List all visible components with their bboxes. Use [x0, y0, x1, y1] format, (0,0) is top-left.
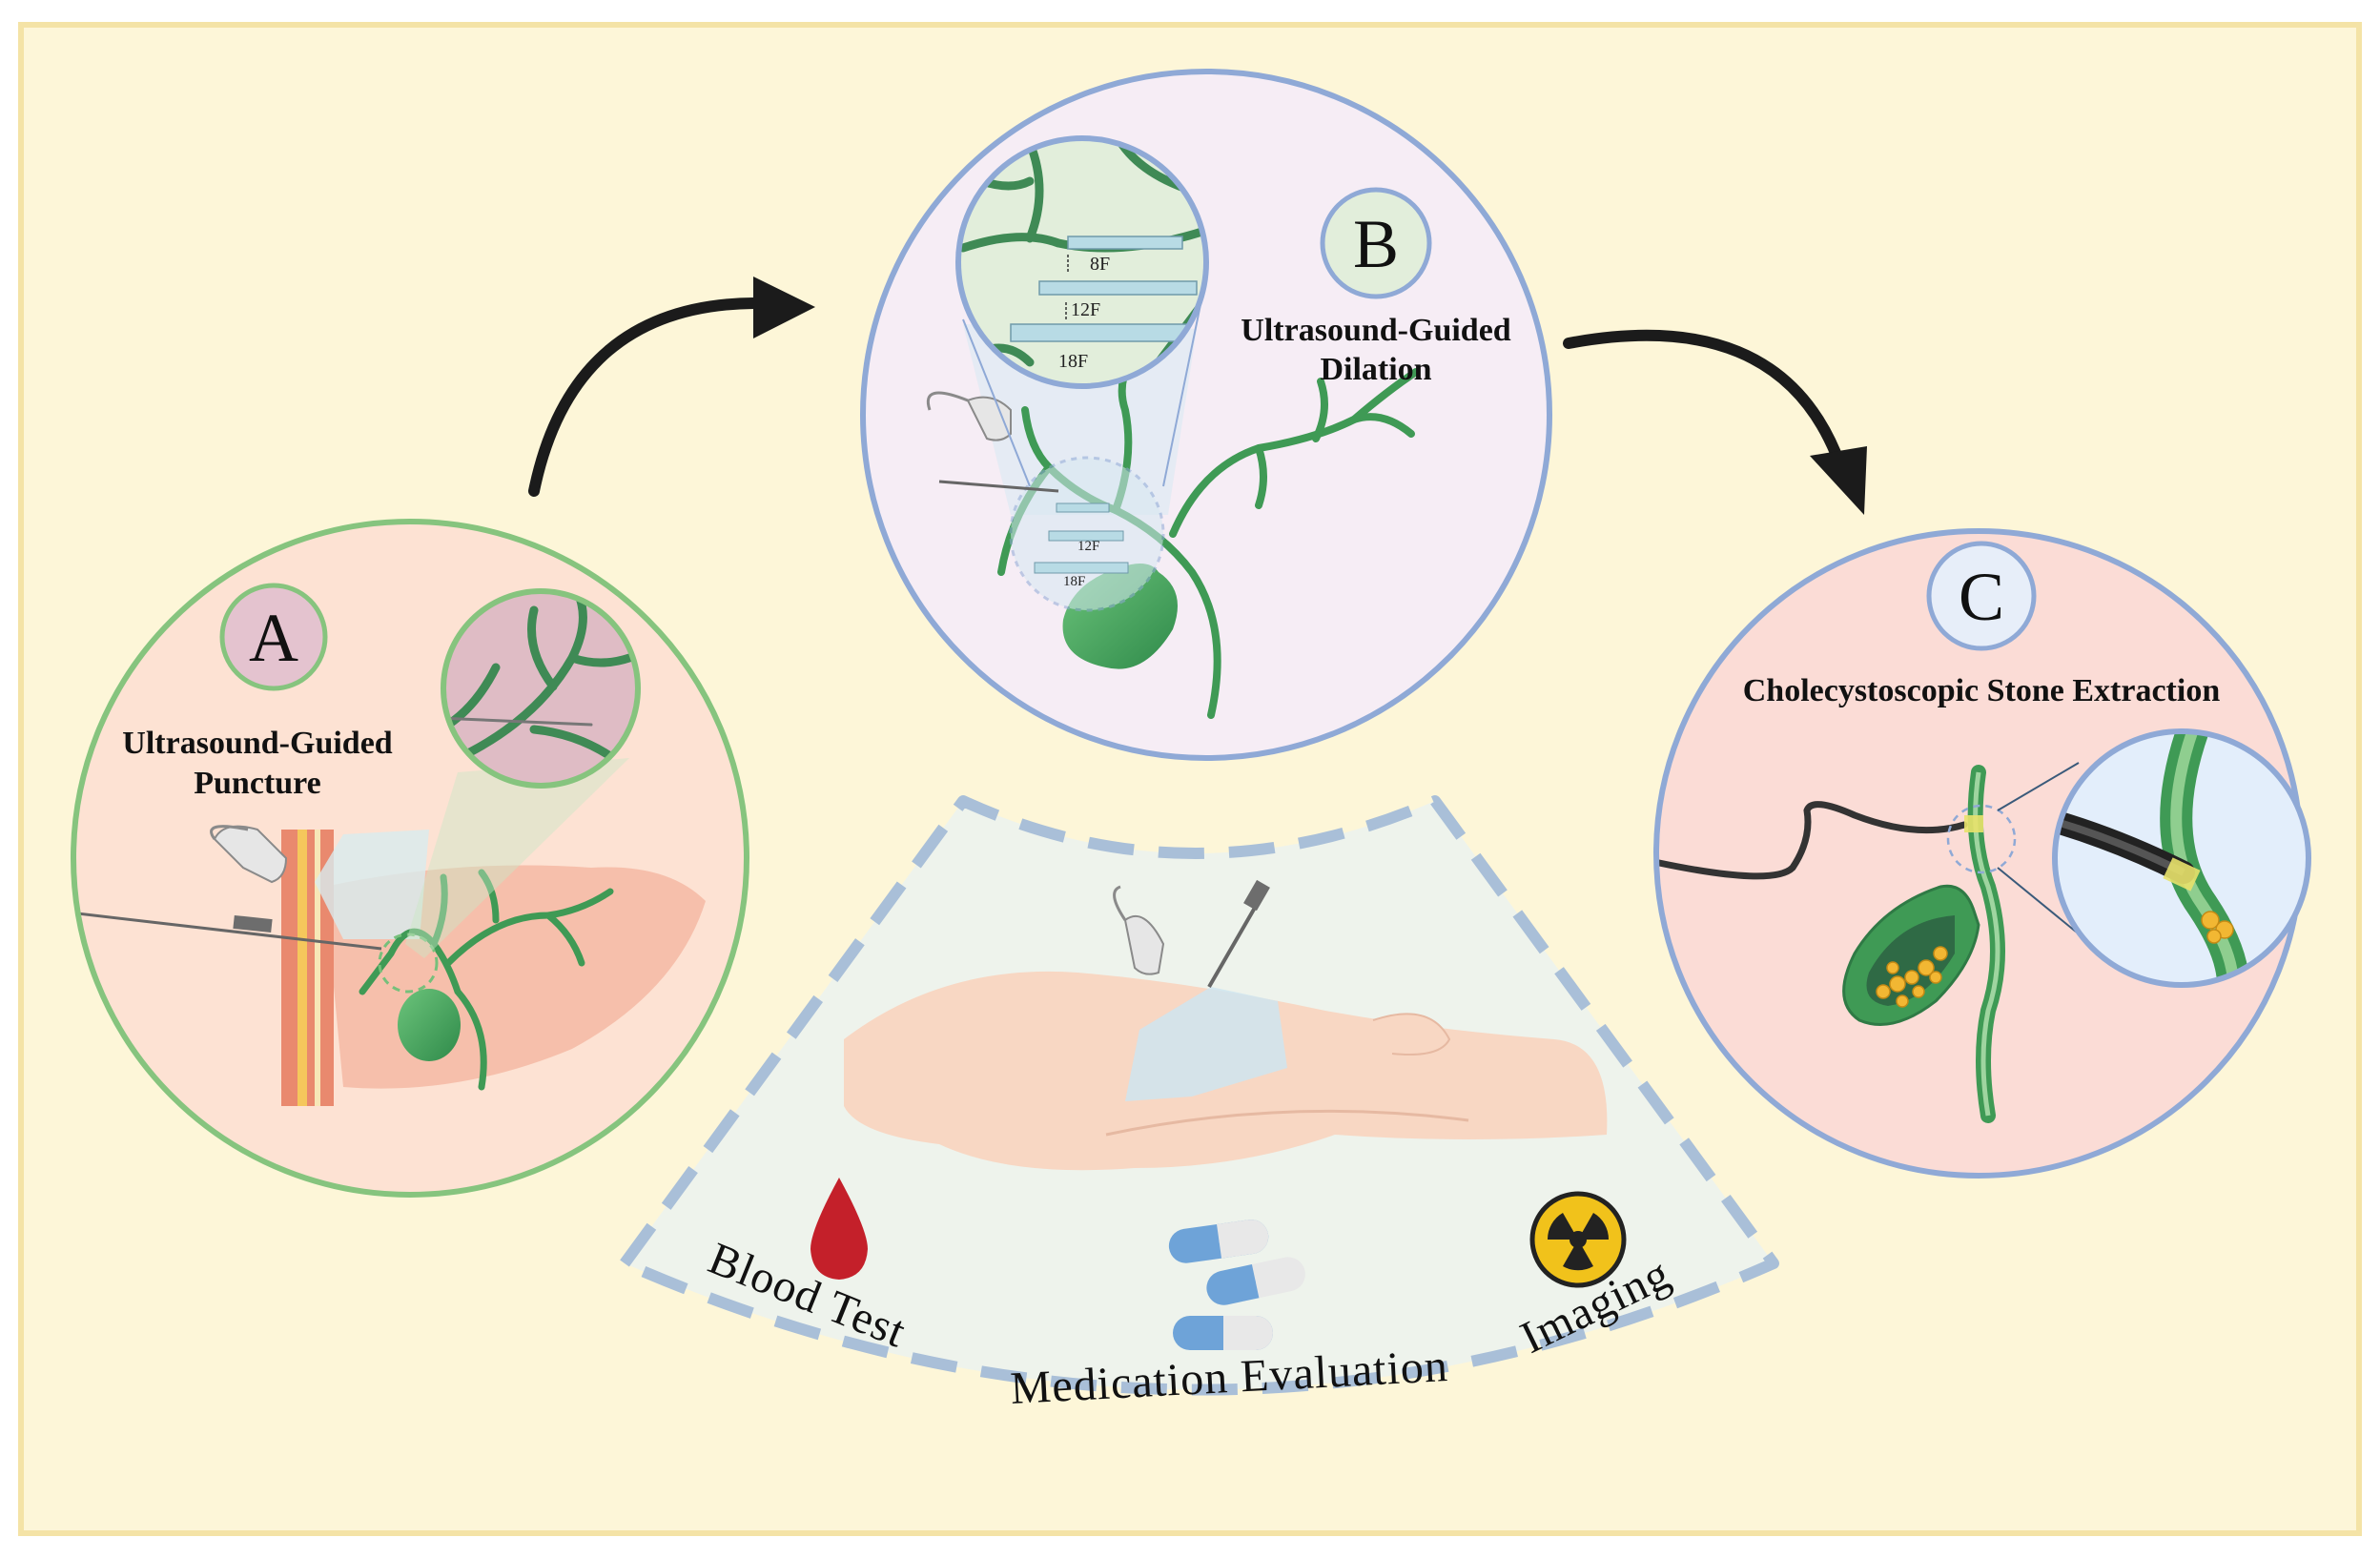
dilator-set-small: 12F 18F — [1034, 502, 1129, 589]
blood-drop-icon — [810, 1178, 868, 1280]
panel-a-title-line2: Puncture — [194, 766, 320, 801]
svg-text:8F: 8F — [1090, 254, 1110, 275]
panel-a-zoom-inset — [441, 588, 641, 789]
needle-fan — [1207, 879, 1270, 989]
panel-a-title-line1: Ultrasound-Guided — [122, 726, 392, 761]
flow-arrow-b-to-c — [1563, 329, 1867, 515]
svg-text:18F: 18F — [1058, 351, 1088, 372]
panel-b-dilation: 12F 18F — [860, 69, 1552, 761]
panel-b-zoom-inset: 8F 12F 18F — [955, 135, 1209, 487]
bile-duct-tree — [359, 869, 614, 1091]
gallstones — [1876, 946, 1948, 1008]
svg-text:12F: 12F — [1071, 299, 1100, 320]
panel-c-stone-extraction: C Cholecystoscopic Stone Extraction — [1653, 528, 2311, 1179]
panel-c-letter-badge: C — [1926, 541, 2037, 651]
ultrasound-probe — [210, 825, 288, 884]
svg-text:12F: 12F — [1077, 539, 1099, 554]
panel-c-title: Cholecystoscopic Stone Extraction — [1743, 673, 2221, 708]
flow-arrow-a-to-b — [528, 277, 815, 497]
puncture-needle — [73, 909, 382, 951]
svg-text:A: A — [249, 600, 298, 676]
target-zone-c — [1946, 804, 2017, 874]
ultrasound-probe-fan — [1113, 885, 1165, 975]
radiation-icon — [1529, 1191, 1627, 1288]
panel-a-puncture: A Ultrasound-Guided Puncture — [71, 519, 749, 1198]
panel-b-title-line2: Dilation — [1320, 352, 1431, 387]
guidewire — [938, 480, 1059, 493]
target-zone — [378, 933, 439, 994]
dilator-set-zoom: 8F 12F 18F — [1010, 236, 1206, 372]
gallbladder — [398, 989, 461, 1061]
ultrasound-probe-b — [927, 391, 1012, 441]
svg-text:B: B — [1353, 206, 1399, 282]
cholecystoscope — [1656, 801, 1968, 880]
capsule-icon — [1168, 1220, 1305, 1350]
ultrasound-field — [315, 830, 429, 939]
panel-c-zoom-inset — [1997, 728, 2311, 988]
panel-b-title-line1: Ultrasound-Guided — [1241, 313, 1510, 348]
svg-text:18F: 18F — [1063, 574, 1085, 589]
svg-text:C: C — [1959, 559, 2004, 635]
patient-figure — [844, 879, 1608, 1171]
panel-b-letter-badge: B — [1320, 187, 1432, 299]
surgical-drape — [1125, 987, 1287, 1101]
panel-a-letter-badge: A — [219, 583, 328, 691]
